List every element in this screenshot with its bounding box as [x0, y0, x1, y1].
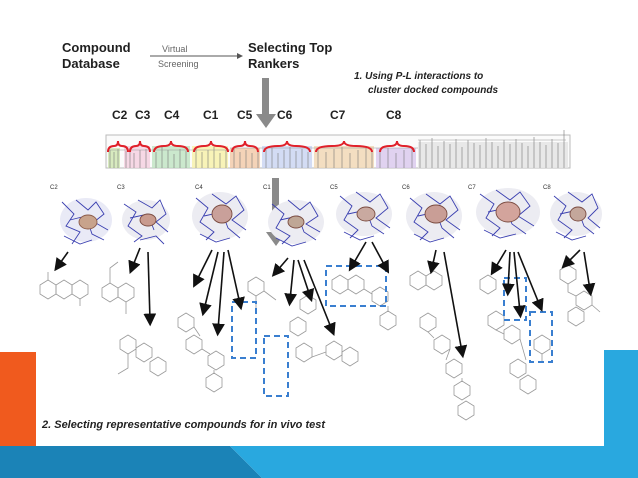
arrow-c7d [517, 251, 544, 312]
cluster-bracket-c4 [153, 140, 189, 153]
cluster-bracket-c6 [263, 140, 311, 153]
arrow-c7b [501, 251, 515, 297]
teal-bottom-band [0, 446, 262, 478]
arrow-c1a [271, 257, 289, 277]
arrow-c7c [512, 251, 526, 319]
protein-structure-c5 [336, 191, 392, 241]
highlight-box-c4 [231, 301, 257, 359]
arrow-c4c [212, 251, 225, 337]
arrow-c8b [582, 251, 596, 297]
structure-label-c1: C1 [263, 185, 271, 191]
compound-c3 [101, 261, 135, 314]
arrow-c1c [297, 259, 315, 303]
highlight-box-c5 [325, 265, 387, 307]
arrow-c1d [303, 259, 336, 336]
arrow-c3a [128, 247, 141, 274]
selection-arrows [54, 241, 596, 359]
protein-structure-c6 [406, 192, 462, 243]
highlight-box-c1 [263, 335, 289, 397]
screening-label: Screening [158, 59, 199, 69]
chemical-structures [39, 261, 601, 421]
blue-bottom-band [230, 446, 638, 478]
compound-database-label: Compound Database [62, 40, 131, 72]
compound-c3b [117, 334, 167, 377]
step1-caption: 1. Using P-L interactions to cluster doc… [354, 70, 498, 98]
selecting-top-rankers-label: Selecting Top Rankers [248, 40, 332, 72]
cluster-label-c7: C7 [330, 108, 346, 122]
cluster-bracket-c7 [315, 140, 373, 153]
compound-database-line2: Database [62, 56, 120, 71]
structure-label-c7: C7 [468, 185, 476, 191]
compound-c5 [331, 274, 397, 331]
cluster-bracket-c1 [193, 140, 229, 153]
compound-c2 [39, 272, 89, 306]
protein-structure-c7 [476, 188, 540, 239]
arrow-c2 [54, 251, 69, 272]
cluster-label-c2: C2 [112, 108, 128, 122]
cluster-label-c5: C5 [237, 108, 253, 122]
cluster-label-c1: C1 [203, 108, 219, 122]
down-arrow-top [256, 78, 276, 128]
selecting-top-line2: Rankers [248, 56, 300, 71]
cluster-label-c6: C6 [277, 108, 293, 122]
arrow-c4a [193, 249, 213, 288]
compound-c6 [409, 270, 475, 421]
protein-structure-c2 [60, 198, 112, 245]
cluster-bracket-c8 [379, 140, 415, 153]
arrow-c1b [284, 259, 298, 307]
highlight-box-c7a [503, 277, 527, 321]
cluster-label-c3: C3 [135, 108, 151, 122]
protein-structure-c4 [192, 192, 248, 243]
compound-database-line1: Compound [62, 40, 131, 55]
step2-caption: 2. Selecting representative compounds fo… [42, 419, 326, 431]
cluster-bracket-c3 [129, 140, 151, 153]
arrow-c3b [143, 251, 157, 327]
structure-label-c4: C4 [195, 185, 203, 191]
selecting-top-line1: Selecting Top [248, 40, 333, 55]
arrow-c4b [199, 251, 219, 317]
cluster-label-c8: C8 [386, 108, 402, 122]
arrow-c7a [490, 249, 507, 276]
arrow-c6a [427, 249, 440, 275]
arrow-c8a [561, 249, 581, 269]
arrow-c4d [227, 249, 245, 311]
arrow-c5b [371, 241, 390, 274]
structure-label-c5: C5 [330, 185, 338, 191]
compound-c8 [559, 264, 601, 327]
cluster-label-c4: C4 [164, 108, 180, 122]
structure-label-c6: C6 [402, 185, 410, 191]
arrow-c5a [348, 241, 367, 272]
structure-label-c2: C2 [50, 185, 58, 191]
arrow-c6b [443, 251, 468, 359]
step1-line1: 1. Using P-L interactions to [354, 71, 484, 82]
structure-label-c3: C3 [117, 185, 125, 191]
cluster-dendrogram [105, 130, 571, 169]
protein-structure-c1 [268, 199, 324, 247]
protein-structures [60, 188, 602, 247]
highlight-box-c7b [529, 311, 553, 363]
cluster-bracket-c5 [231, 140, 259, 153]
protein-structure-c8 [550, 191, 602, 241]
compound-c7 [479, 274, 551, 395]
protein-structure-c3 [122, 199, 170, 245]
step1-line2: cluster docked compounds [368, 85, 499, 96]
cluster-bracket-c2 [107, 140, 129, 153]
virtual-label: Virtual [162, 44, 188, 54]
structure-label-c8: C8 [543, 185, 551, 191]
compound-c4 [177, 312, 225, 393]
